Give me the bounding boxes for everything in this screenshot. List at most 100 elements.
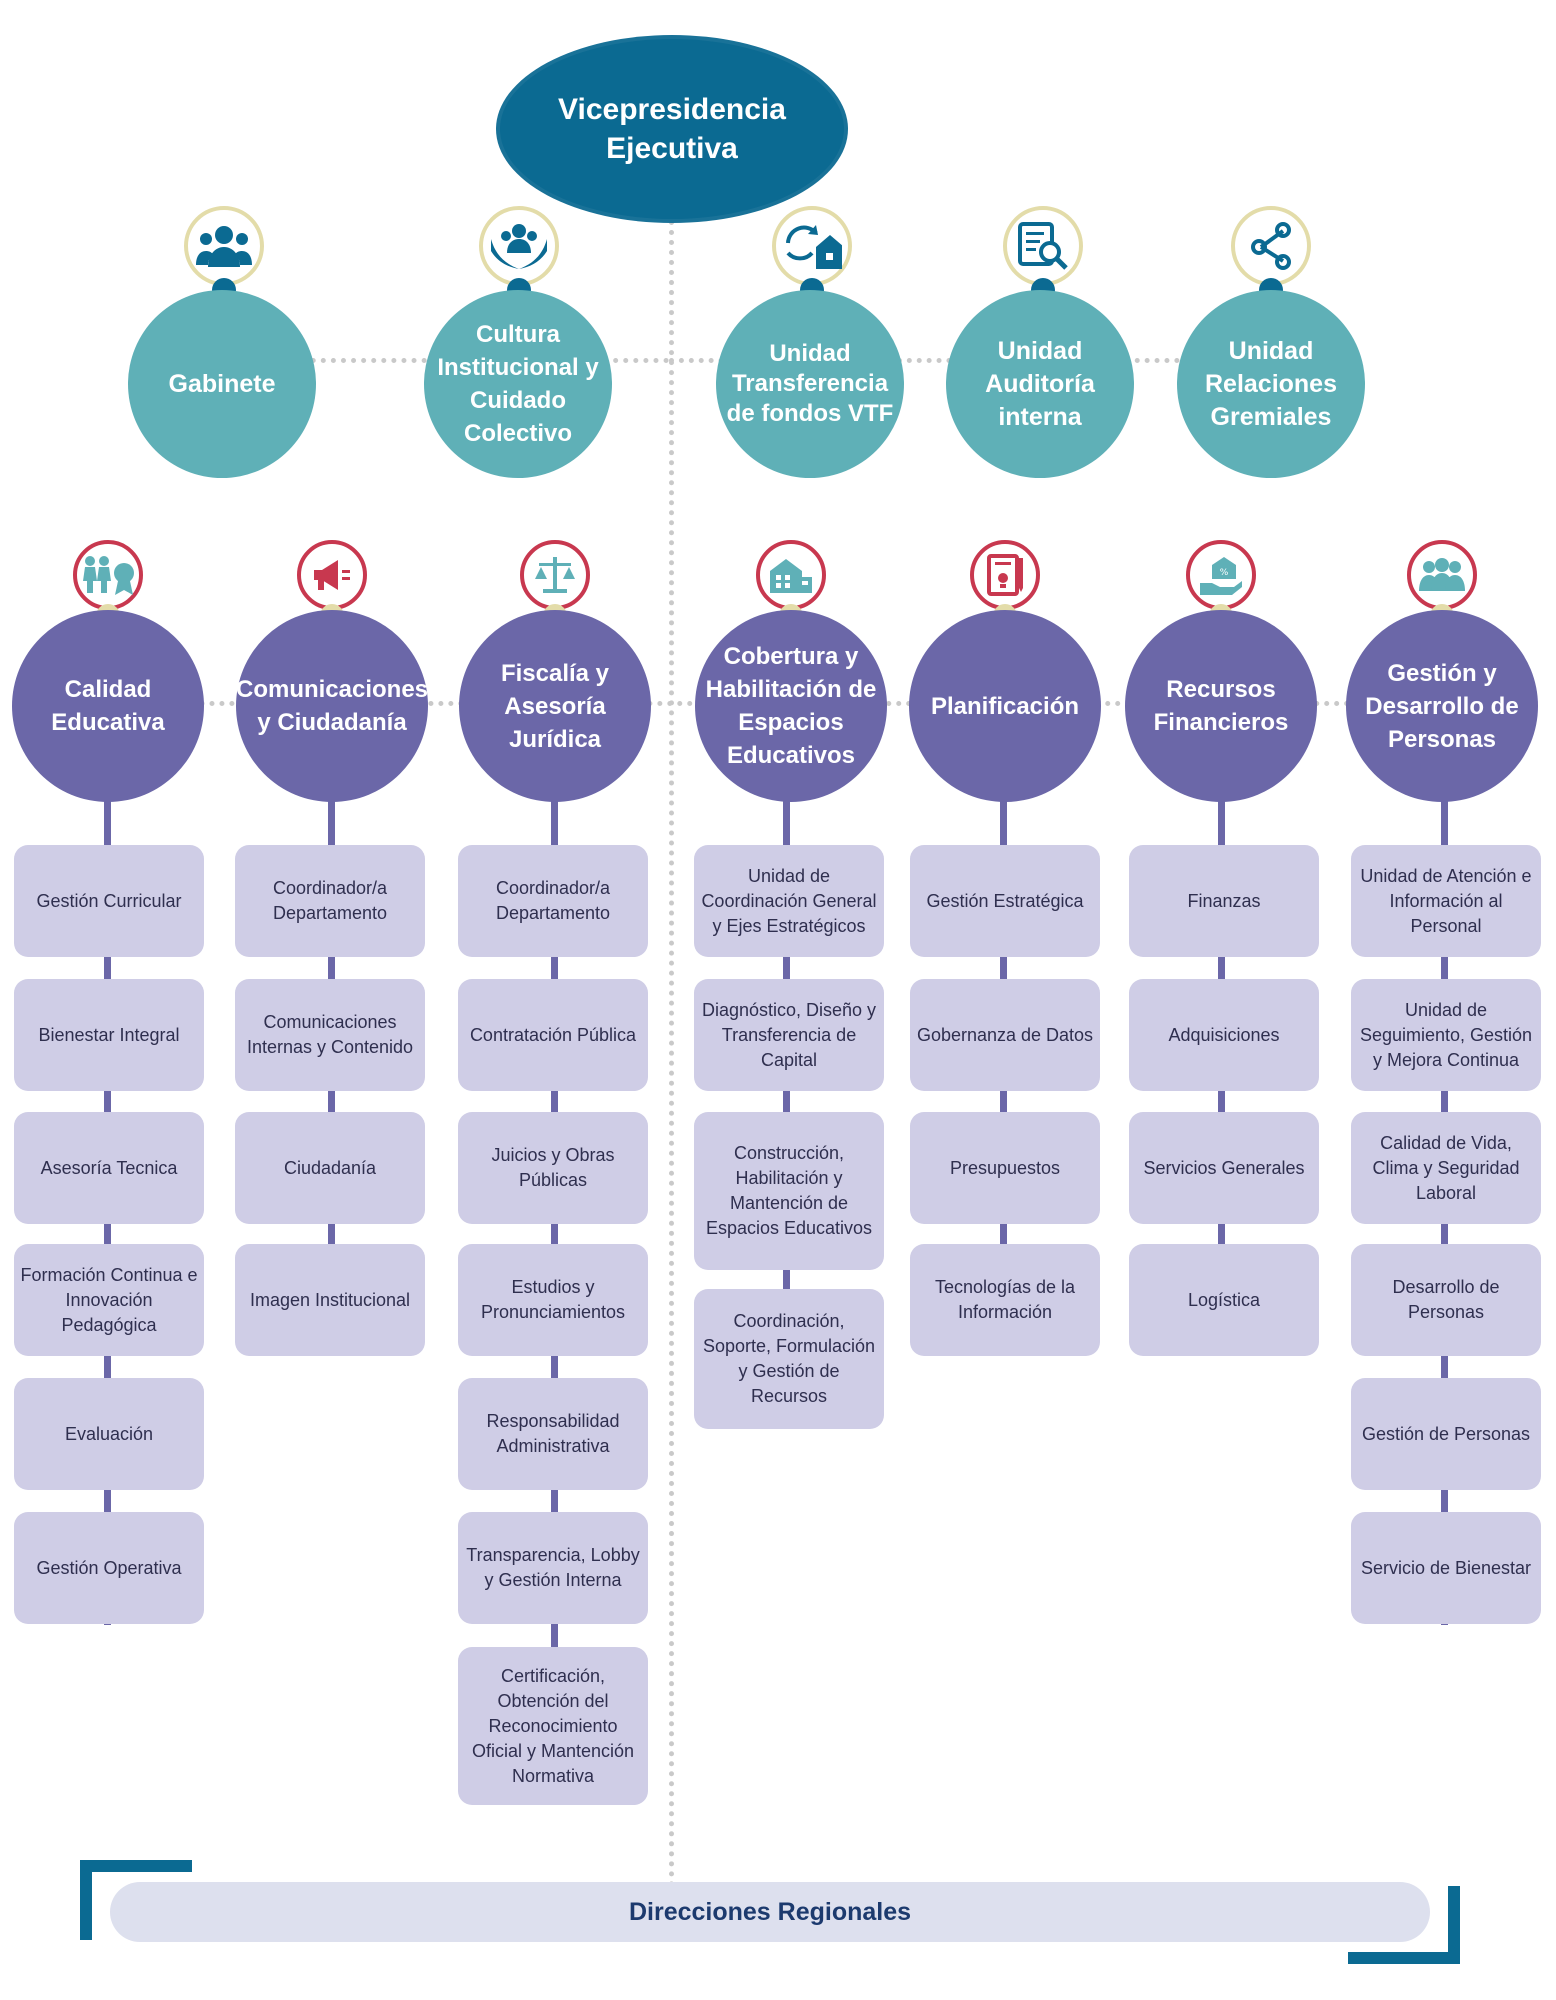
department-label: Cobertura y Habilitación de Espacios Edu…	[705, 643, 877, 769]
unit-circle: Unidad Auditoría interna	[946, 290, 1134, 478]
department-circle: Comunicaciones y Ciudadanía	[236, 610, 428, 802]
unit-circle: Cultura Institucional y Cuidado Colectiv…	[424, 290, 612, 478]
department-item: Coordinación, Soporte, Formulación y Ges…	[694, 1289, 884, 1429]
department-item: Coordinador/a Departamento	[235, 845, 425, 957]
direcciones-regionales-label: Direcciones Regionales	[628, 1897, 912, 1926]
unit-label: Unidad Relaciones Gremiales	[1204, 336, 1337, 431]
department-item: Servicio de Bienestar	[1351, 1512, 1541, 1624]
document-search-icon	[1003, 206, 1083, 286]
department-item-label: Tecnologías de la Información	[934, 1277, 1076, 1322]
department-item-label: Gestión Estratégica	[926, 890, 1084, 911]
department-item: Responsabilidad Administrativa	[458, 1378, 648, 1490]
department-item: Diagnóstico, Diseño y Transferencia de C…	[694, 979, 884, 1091]
department-label: Recursos Financieros	[1153, 676, 1289, 736]
department-item-label: Servicio de Bienestar	[1360, 1557, 1532, 1578]
department-item: Servicios Generales	[1129, 1112, 1319, 1224]
department-label: Comunicaciones y Ciudadanía	[235, 676, 429, 736]
department-item: Finanzas	[1129, 845, 1319, 957]
vicepresidencia-title: Vicepresidencia Ejecutiva	[558, 93, 786, 165]
scales-icon	[520, 540, 590, 610]
department-item: Gestión Estratégica	[910, 845, 1100, 957]
department-label: Planificación	[930, 692, 1080, 720]
department-item-label: Evaluación	[64, 1423, 154, 1444]
footer-corner-left	[80, 1860, 192, 1872]
megaphone-icon	[297, 540, 367, 610]
department-item-label: Coordinación, Soporte, Formulación y Ges…	[702, 1311, 876, 1406]
department-item-label: Unidad de Seguimiento, Gestión y Mejora …	[1359, 999, 1533, 1070]
department-item: Juicios y Obras Públicas	[458, 1112, 648, 1224]
department-item-label: Gestión Operativa	[36, 1557, 182, 1578]
department-item-label: Gobernanza de Datos	[916, 1024, 1094, 1045]
people-group-icon	[184, 206, 264, 286]
department-item: Unidad de Coordinación General y Ejes Es…	[694, 845, 884, 957]
department-item-label: Ciudadanía	[283, 1157, 377, 1178]
department-item-label: Desarrollo de Personas	[1392, 1277, 1500, 1322]
department-label: Gestión y Desarrollo de Personas	[1365, 659, 1519, 753]
department-label: Fiscalía y Asesoría Jurídica	[500, 659, 610, 753]
department-item-label: Finanzas	[1187, 890, 1261, 911]
department-item: Certificación, Obtención del Reconocimie…	[458, 1647, 648, 1805]
footer-corner-right	[1348, 1952, 1460, 1964]
department-item-label: Bienestar Integral	[38, 1024, 180, 1045]
department-item-label: Formación Continua e Innovación Pedagógi…	[20, 1264, 198, 1335]
department-item: Logística	[1129, 1244, 1319, 1356]
team-people-icon	[1407, 540, 1477, 610]
department-item-label: Logística	[1187, 1289, 1261, 1310]
department-item: Coordinador/a Departamento	[458, 845, 648, 957]
department-item-label: Calidad de Vida, Clima y Seguridad Labor…	[1372, 1132, 1520, 1203]
unit-circle: Gabinete	[128, 290, 316, 478]
unit-label: Unidad Auditoría interna	[985, 336, 1095, 431]
department-item-label: Comunicaciones Internas y Contenido	[246, 1012, 414, 1057]
department-item-label: Unidad de Atención e Información al Pers…	[1360, 865, 1532, 936]
unit-circle: Unidad Transferencia de fondos VTF	[716, 290, 904, 478]
main-vertical-connector	[669, 220, 674, 1888]
department-item-label: Transparencia, Lobby y Gestión Interna	[466, 1545, 640, 1590]
department-item: Tecnologías de la Información	[910, 1244, 1100, 1356]
plan-board-icon	[970, 540, 1040, 610]
department-item: Imagen Institucional	[235, 1244, 425, 1356]
department-item-label: Estudios y Pronunciamientos	[480, 1277, 626, 1322]
unit-circle: Unidad Relaciones Gremiales	[1177, 290, 1365, 478]
department-item: Comunicaciones Internas y Contenido	[235, 979, 425, 1091]
department-item-label: Responsabilidad Administrativa	[486, 1411, 620, 1456]
department-item-label: Gestión de Personas	[1361, 1423, 1531, 1444]
department-item: Gestión Operativa	[14, 1512, 204, 1624]
department-item: Adquisiciones	[1129, 979, 1319, 1091]
buildings-icon	[756, 540, 826, 610]
department-item: Asesoría Tecnica	[14, 1112, 204, 1224]
unit-label: Gabinete	[168, 369, 276, 398]
department-item: Calidad de Vida, Clima y Seguridad Labor…	[1351, 1112, 1541, 1224]
footer-corner-left	[80, 1860, 92, 1940]
unit-label: Cultura Institucional y Cuidado Colectiv…	[437, 321, 599, 447]
direcciones-regionales-bar: Direcciones Regionales	[110, 1882, 1430, 1942]
department-circle: Calidad Educativa	[12, 610, 204, 802]
hand-house-money-icon: %	[1186, 540, 1256, 610]
department-circle: Planificación	[909, 610, 1101, 802]
department-label: Calidad Educativa	[51, 676, 165, 736]
department-stem	[783, 795, 790, 1425]
department-item-label: Diagnóstico, Diseño y Transferencia de C…	[701, 999, 877, 1070]
department-item: Desarrollo de Personas	[1351, 1244, 1541, 1356]
department-item-label: Certificación, Obtención del Reconocimie…	[471, 1665, 635, 1786]
department-item: Gestión Curricular	[14, 845, 204, 957]
department-item: Transparencia, Lobby y Gestión Interna	[458, 1512, 648, 1624]
department-item-label: Imagen Institucional	[249, 1289, 411, 1310]
department-item-label: Unidad de Coordinación General y Ejes Es…	[701, 865, 877, 936]
department-item: Ciudadanía	[235, 1112, 425, 1224]
department-item-label: Coordinador/a Departamento	[495, 878, 611, 923]
network-share-icon	[1231, 206, 1311, 286]
svg-text:%: %	[1220, 568, 1229, 578]
department-item-label: Contratación Pública	[469, 1024, 637, 1045]
department-item: Gestión de Personas	[1351, 1378, 1541, 1490]
department-item-label: Asesoría Tecnica	[40, 1157, 178, 1178]
department-item: Evaluación	[14, 1378, 204, 1490]
department-item-label: Servicios Generales	[1143, 1157, 1305, 1178]
department-item: Unidad de Atención e Información al Pers…	[1351, 845, 1541, 957]
department-item: Construcción, Habilitación y Mantención …	[694, 1112, 884, 1270]
cycle-house-icon	[772, 206, 852, 286]
department-circle: Fiscalía y Asesoría Jurídica	[459, 610, 651, 802]
department-item-label: Presupuestos	[949, 1157, 1061, 1178]
department-circle: Cobertura y Habilitación de Espacios Edu…	[695, 610, 887, 802]
department-item: Presupuestos	[910, 1112, 1100, 1224]
department-item: Gobernanza de Datos	[910, 979, 1100, 1091]
